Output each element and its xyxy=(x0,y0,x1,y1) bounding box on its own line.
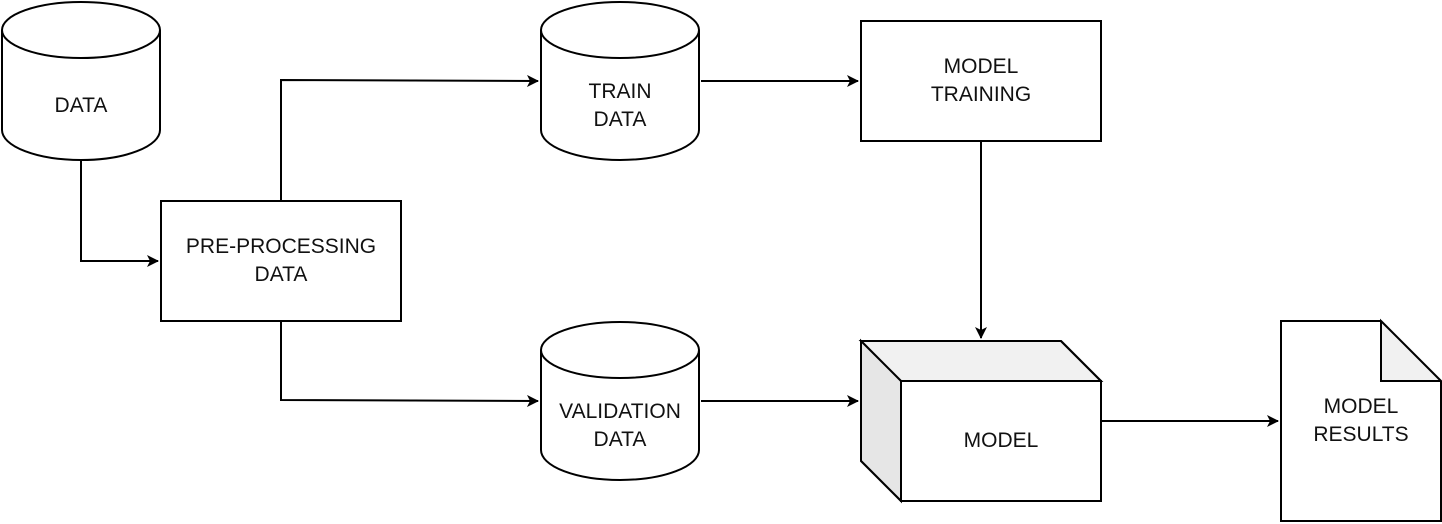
arrow-preprocessing-to-train xyxy=(280,74,539,201)
validation-data-cylinder[interactable] xyxy=(540,321,700,481)
train-data-label: TRAIN DATA xyxy=(588,80,652,131)
model-cube[interactable] xyxy=(858,338,1104,504)
validation-data-label: VALIDATION DATA xyxy=(559,400,681,451)
data-cylinder[interactable] xyxy=(1,1,161,161)
arrow-data-to-preprocessing xyxy=(80,160,159,267)
model-training-box[interactable] xyxy=(860,20,1102,142)
preprocessing-box[interactable] xyxy=(160,200,402,322)
data-label: DATA xyxy=(54,94,108,117)
train-data-cylinder[interactable] xyxy=(540,1,700,161)
arrow-preprocessing-to-validation xyxy=(280,321,539,407)
model-label: MODEL xyxy=(963,429,1039,452)
model-training-label: MODEL TRAINING xyxy=(930,55,1032,106)
model-results-label: MODEL RESULTS xyxy=(1313,395,1409,446)
preprocessing-label: PRE-PROCESSING DATA xyxy=(185,235,377,286)
model-results-document[interactable] xyxy=(1280,318,1442,522)
